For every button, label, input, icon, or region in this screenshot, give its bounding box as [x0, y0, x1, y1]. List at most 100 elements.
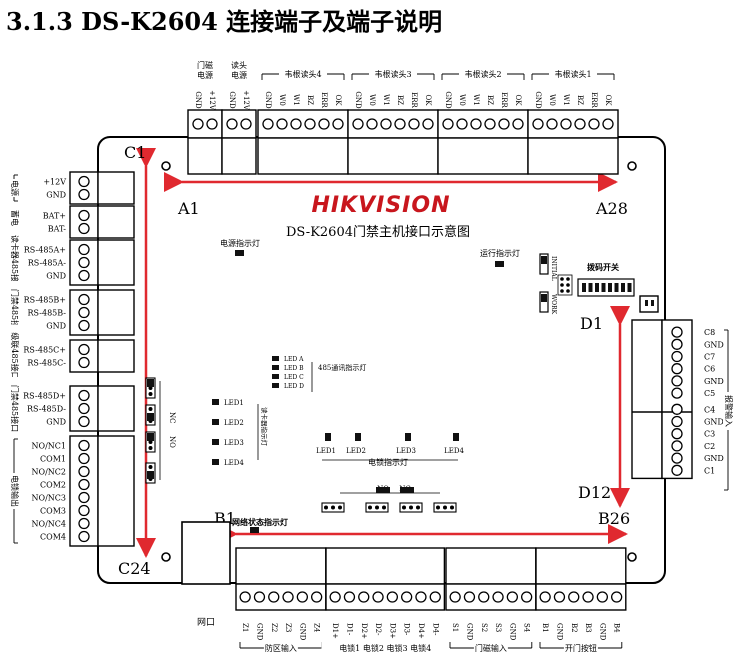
pin-label: GND [354, 91, 362, 109]
mount-hole [627, 161, 637, 171]
group-label: 读卡器485接口 [10, 235, 20, 290]
pin-label: GND [704, 340, 724, 349]
terminal-block-left [69, 239, 135, 286]
screw-terminal [296, 591, 309, 603]
dip-switch [577, 278, 635, 297]
group-label: 电锁1 电锁2 电锁3 电锁4 [339, 643, 431, 653]
screw-terminal [588, 118, 600, 130]
reader-led-item: LED1 [224, 399, 244, 407]
pin-label: D4- [431, 623, 439, 636]
screw-terminal [366, 118, 378, 130]
pin-label: W1 [472, 94, 480, 106]
reader-led [212, 459, 219, 465]
pin-label: OK [334, 95, 342, 107]
screw-terminal [380, 118, 392, 130]
screw-terminal [192, 118, 204, 130]
terminal-block-top [347, 109, 439, 175]
label-b26: B26 [598, 509, 630, 528]
relay-jumper [145, 377, 156, 399]
label-d12: D12 [578, 483, 611, 502]
pin-label: ERR [500, 92, 508, 108]
pin-label: D3- [403, 623, 411, 636]
dip-key [582, 283, 586, 292]
pin-label: W0 [548, 94, 556, 106]
pin-label: BZ [306, 95, 314, 105]
screw-terminal [262, 118, 274, 130]
screw-terminal [78, 478, 90, 491]
pin-label: ERR [320, 92, 328, 108]
screw-terminal [512, 118, 524, 130]
lock-jumper [433, 502, 457, 513]
pin-label: GND [534, 91, 542, 109]
lock-led-item: LED2 [346, 447, 366, 455]
screw-terminal [239, 591, 251, 603]
screw-terminal [206, 118, 218, 130]
reader-led [212, 399, 219, 405]
pin-label: S2 [480, 623, 488, 632]
pin-label: C8 [704, 328, 715, 337]
terminal-block-left [69, 339, 135, 373]
led-485 [272, 365, 279, 370]
lock-jumper [321, 502, 345, 513]
label-a1: A1 [177, 199, 200, 218]
terminal-block-top [527, 109, 619, 175]
lock-led-item: LED4 [444, 447, 464, 455]
power-led [235, 250, 244, 256]
screw-terminal [671, 387, 683, 399]
run-led [495, 261, 504, 267]
rj45-port [181, 521, 231, 585]
pin-label: D1- [345, 623, 353, 636]
lock-jumper [365, 502, 389, 513]
pin-label: ERR [410, 92, 418, 108]
pin-label: W0 [278, 94, 286, 106]
screw-terminal [671, 350, 683, 363]
terminal-block-left [69, 385, 135, 432]
no-label-left: NO [168, 436, 176, 448]
pin-label: D2- [374, 623, 382, 636]
dip-switch-label: 拨码开关 [587, 262, 619, 272]
dip-key [621, 283, 625, 292]
pin-label: RS-485C+ [23, 346, 66, 355]
screw-terminal [78, 530, 90, 543]
pin-label: W1 [562, 94, 570, 106]
pin-label: ERR [590, 92, 598, 108]
pin-label: BAT- [48, 225, 67, 234]
led-485 [272, 383, 279, 388]
screw-terminal [415, 591, 427, 603]
pin-label: GND [46, 272, 66, 281]
terminal-block-top [187, 109, 223, 175]
screw-terminal [442, 118, 454, 130]
work-label: WORK [550, 294, 557, 315]
screw-terminal [470, 118, 482, 130]
pin-label: Z2 [270, 623, 278, 632]
pin-label: RS-485D+ [23, 392, 66, 401]
lock-led [325, 433, 331, 441]
screw-terminal [492, 591, 504, 603]
terminal-block-top [257, 109, 349, 175]
screw-terminal [78, 188, 90, 201]
pin-label: W1 [382, 94, 390, 106]
group-label: 防区输入 [265, 643, 297, 653]
screw-terminal [611, 591, 623, 603]
lock-led-label: 电锁指示灯 [368, 457, 408, 467]
pin-label: D4+ [417, 623, 425, 639]
pin-label: GND [704, 377, 724, 386]
screw-terminal [568, 591, 580, 603]
led-485-item: LED A [284, 356, 304, 363]
pin-label: GND [46, 418, 66, 427]
group-label: 门磁输入 [475, 643, 507, 653]
pin-label: OK [424, 95, 432, 107]
group-label: 韦根读头2 [464, 69, 501, 79]
pin-label: C6 [704, 365, 715, 374]
screw-terminal [429, 591, 441, 603]
group-label: 韦根读头4 [284, 69, 321, 79]
lock-led [405, 433, 411, 441]
pin-label: D1+ [331, 623, 339, 639]
screw-terminal [78, 439, 90, 452]
screw-terminal [671, 452, 683, 464]
pin-label: +12V [43, 178, 66, 187]
power-led-label: 电源指示灯 [220, 238, 260, 248]
screw-terminal [671, 440, 683, 452]
reader-led-item: LED3 [224, 439, 244, 447]
